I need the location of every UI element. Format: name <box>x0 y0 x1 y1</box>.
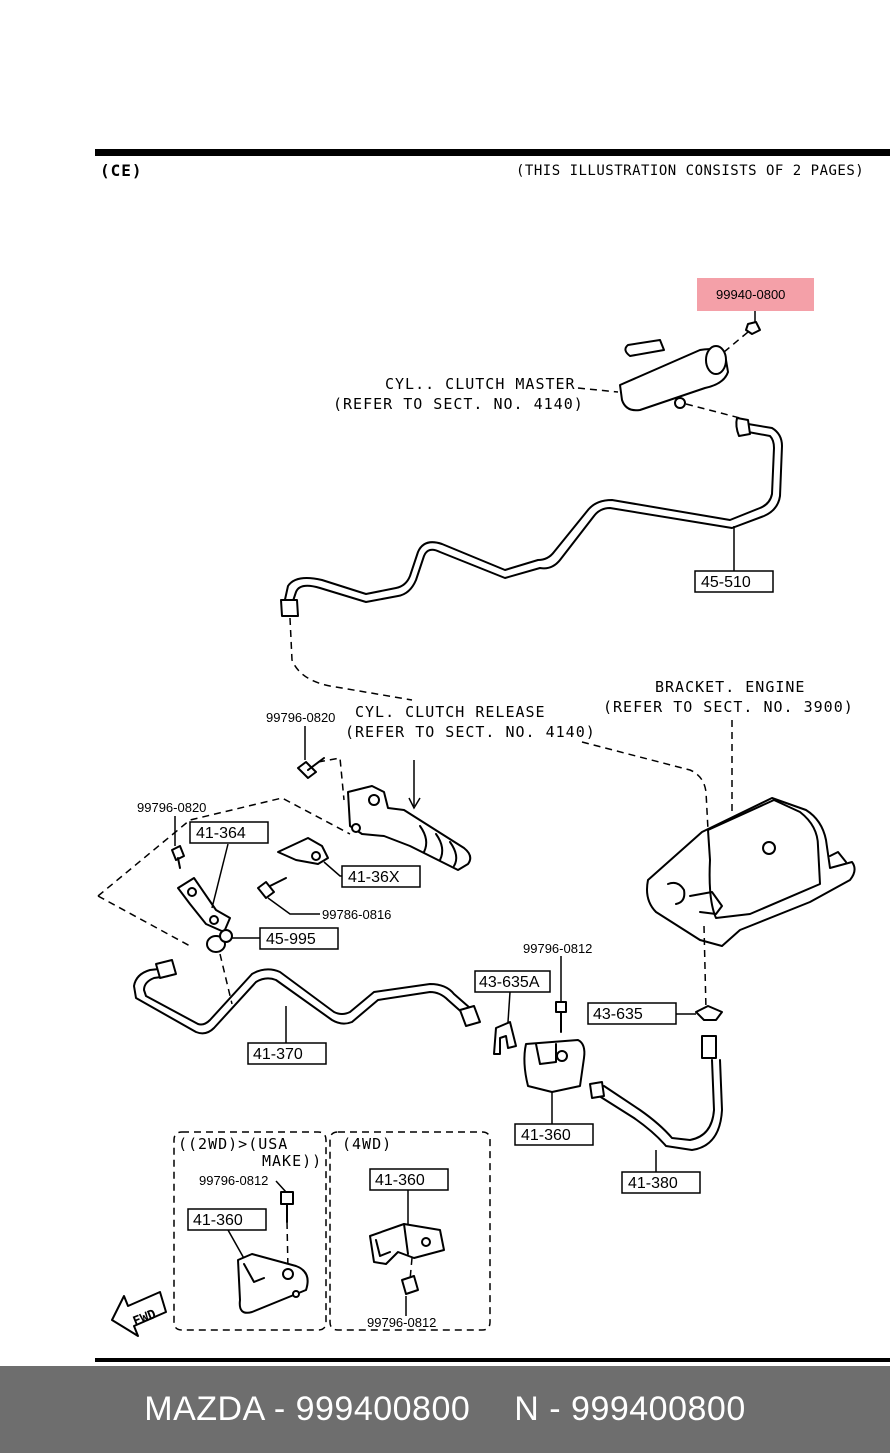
inset-4wd: (4WD) 41-360 99796-0812 <box>329 1131 491 1331</box>
bolt-label-6: 99796-0812 <box>367 1315 436 1330</box>
label-41-370[interactable]: 41-370 <box>247 1042 327 1065</box>
svg-text:41-364: 41-364 <box>196 825 246 842</box>
svg-text:45-510: 45-510 <box>701 574 751 591</box>
hose-41-380 <box>589 1035 723 1151</box>
bolt-middle <box>555 1001 567 1033</box>
bottom-rule <box>95 1358 890 1362</box>
svg-text:43-635A: 43-635A <box>479 974 540 991</box>
bolt-label-5: 99796-0812 <box>199 1173 268 1188</box>
clip-41-36x <box>277 837 329 865</box>
label-45-510[interactable]: 45-510 <box>694 570 774 593</box>
bracket-41-360 <box>523 1039 586 1093</box>
release-cylinder <box>347 785 472 871</box>
bracket-41-364 <box>177 877 231 933</box>
pipe-45-510 <box>280 417 783 617</box>
bolt-label-3: 99786-0816 <box>322 907 391 922</box>
top-rule <box>95 149 890 156</box>
section-code: (CE) <box>100 161 143 180</box>
page-count-note: (THIS ILLUSTRATION CONSISTS OF 2 PAGES) <box>516 163 864 179</box>
bolt-upper <box>297 757 325 779</box>
bolt-label-2: 99796-0820 <box>137 800 206 815</box>
bolt-99786 <box>257 877 287 899</box>
forward-arrow-icon: FWD <box>111 1291 167 1337</box>
svg-text:45-995: 45-995 <box>266 931 316 948</box>
svg-text:43-635: 43-635 <box>593 1006 643 1023</box>
bolt-left <box>171 845 185 869</box>
release-cylinder-note-2: (REFER TO SECT. NO. 4140) <box>345 723 596 741</box>
label-41-360-4wd[interactable]: 41-360 <box>375 1172 425 1189</box>
inset-2wd-usa: ((2WD)>(USA MAKE)) 99796-0812 41-360 <box>173 1131 327 1331</box>
master-cylinder-note-2: (REFER TO SECT. NO. 4140) <box>333 395 584 413</box>
clip-43-635a <box>493 1021 517 1055</box>
svg-text:41-380: 41-380 <box>628 1175 678 1192</box>
footer-left: MAZDA - 999400800 <box>144 1390 471 1428</box>
clutch-master-cylinder <box>619 321 761 412</box>
label-41-364[interactable]: 41-364 <box>189 821 269 844</box>
engine-bracket <box>646 797 856 947</box>
release-cylinder-note-1: CYL. CLUTCH RELEASE <box>355 703 546 721</box>
highlighted-part[interactable]: 99940-0800 <box>697 278 814 311</box>
bolt-label-1: 99796-0820 <box>266 710 335 725</box>
clip-43-635 <box>695 1005 723 1021</box>
label-43-635[interactable]: 43-635 <box>587 1002 677 1025</box>
master-cylinder-note-1: CYL.. CLUTCH MASTER <box>385 375 576 393</box>
highlight-part-number: 99940-0800 <box>716 287 785 302</box>
footer-right: N - 999400800 <box>514 1390 746 1428</box>
bolt-label-4: 99796-0812 <box>523 941 592 956</box>
svg-text:41-370: 41-370 <box>253 1046 303 1063</box>
bracket-note-1: BRACKET. ENGINE <box>655 678 805 696</box>
highlight-box <box>697 278 814 311</box>
label-41-36x[interactable]: 41-36X <box>341 865 421 888</box>
footer-banner: MAZDA - 999400800 N - 999400800 <box>0 1366 890 1453</box>
inset-4wd-title: (4WD) <box>342 1135 392 1153</box>
pipe-41-370 <box>133 959 481 1035</box>
label-43-635a[interactable]: 43-635A <box>474 970 551 993</box>
label-41-360-2wd[interactable]: 41-360 <box>193 1212 243 1229</box>
svg-text:41-36X: 41-36X <box>348 869 400 886</box>
svg-text:41-360: 41-360 <box>521 1127 571 1144</box>
label-41-360-main[interactable]: 41-360 <box>514 1123 594 1146</box>
bracket-note-2: (REFER TO SECT. NO. 3900) <box>603 698 854 716</box>
label-45-995[interactable]: 45-995 <box>259 927 339 950</box>
inset-usa-title-1: ((2WD)>(USA <box>178 1135 288 1153</box>
label-41-380[interactable]: 41-380 <box>621 1171 701 1194</box>
fitting-45-995 <box>206 929 233 953</box>
inset-usa-title-2: MAKE)) <box>262 1152 322 1170</box>
